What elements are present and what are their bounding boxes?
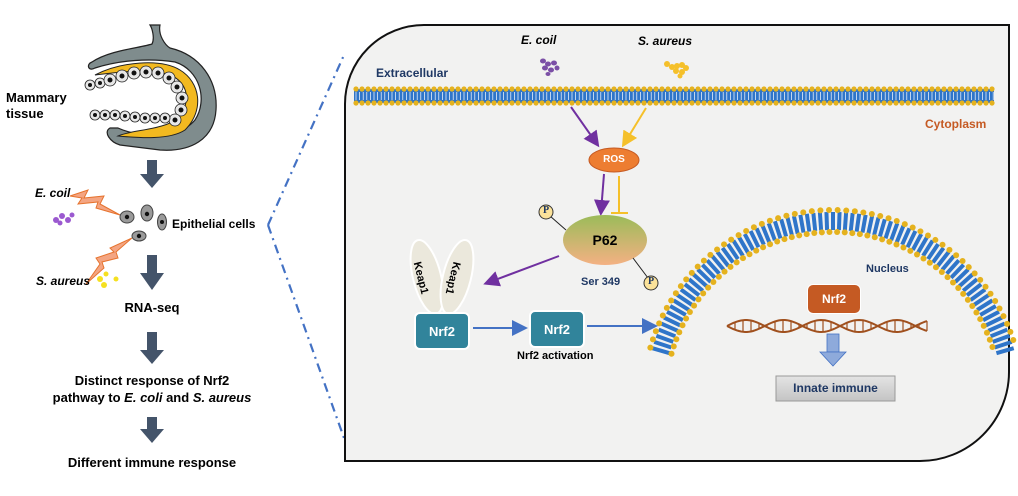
saureus-lightning-icon (85, 237, 133, 285)
plasma-membrane (353, 86, 995, 106)
transcription-arrow (819, 333, 847, 367)
phospho-icon-2 (643, 275, 659, 291)
nucleus-label: Nucleus (866, 263, 909, 275)
mammary-tissue-label: Mammary tissue (6, 90, 67, 121)
nuclear-nrf2-box: Nrf2 (807, 284, 861, 314)
nrf2-free-box: Nrf2 (529, 310, 585, 348)
zoom-connector-top (266, 54, 346, 226)
nuclear-membrane (647, 207, 1017, 357)
zoom-connector-bottom (266, 224, 346, 439)
ros-inhibits-p62-bar (611, 176, 628, 214)
p62-node (563, 215, 647, 265)
ser349-label: Ser 349 (581, 276, 621, 288)
epithelial-cells-icon (119, 204, 167, 242)
mammary-tissue-icon (84, 24, 217, 151)
ecoli-to-ros-arrow (570, 106, 600, 148)
distinct-response-label: Distinct response of Nrf2 pathway to E. … (52, 373, 252, 405)
ros-to-p62-arrow (593, 173, 610, 216)
phospho-label-2: P (647, 276, 655, 287)
down-arrow-1 (140, 160, 164, 188)
ecoli-cluster-icon (540, 58, 560, 76)
panel-ecoli-label: E. coil (521, 33, 557, 47)
rnaseq-label: RNA-seq (124, 300, 180, 315)
phospho-icon-1 (538, 204, 554, 220)
innate-immune-box (775, 375, 896, 402)
saureus-bacteria-icon (97, 271, 119, 288)
left-ecoli-label: E. coil (35, 186, 71, 200)
nrf2-activation-label: Nrf2 activation (517, 350, 594, 362)
p62-label: P62 (592, 232, 618, 248)
saureus-cluster-icon (664, 61, 689, 79)
down-arrow-3 (140, 332, 164, 364)
phospho-label-1: P (542, 205, 550, 216)
ecoli-bacteria-icon (53, 212, 75, 226)
ros-label: ROS (603, 154, 625, 165)
down-arrow-4 (140, 417, 164, 443)
cytoplasm-label: Cytoplasm (925, 117, 987, 131)
ros-node (588, 147, 640, 173)
epithelial-cells-label: Epithelial cells (172, 217, 256, 231)
extracellular-label: Extracellular (376, 66, 449, 80)
dna-helix-icon (726, 318, 928, 334)
saureus-to-ros-arrow (621, 107, 647, 148)
left-saureus-label: S. aureus (36, 274, 91, 288)
p62-to-keap1-arrow (483, 255, 560, 287)
different-immune-response-label: Different immune response (67, 455, 237, 470)
down-arrow-2 (140, 255, 164, 290)
panel-saureus-label: S. aureus (638, 34, 693, 48)
innate-immune-label: Innate immune (793, 381, 878, 395)
nrf2-bound-box: Nrf2 (414, 312, 470, 350)
